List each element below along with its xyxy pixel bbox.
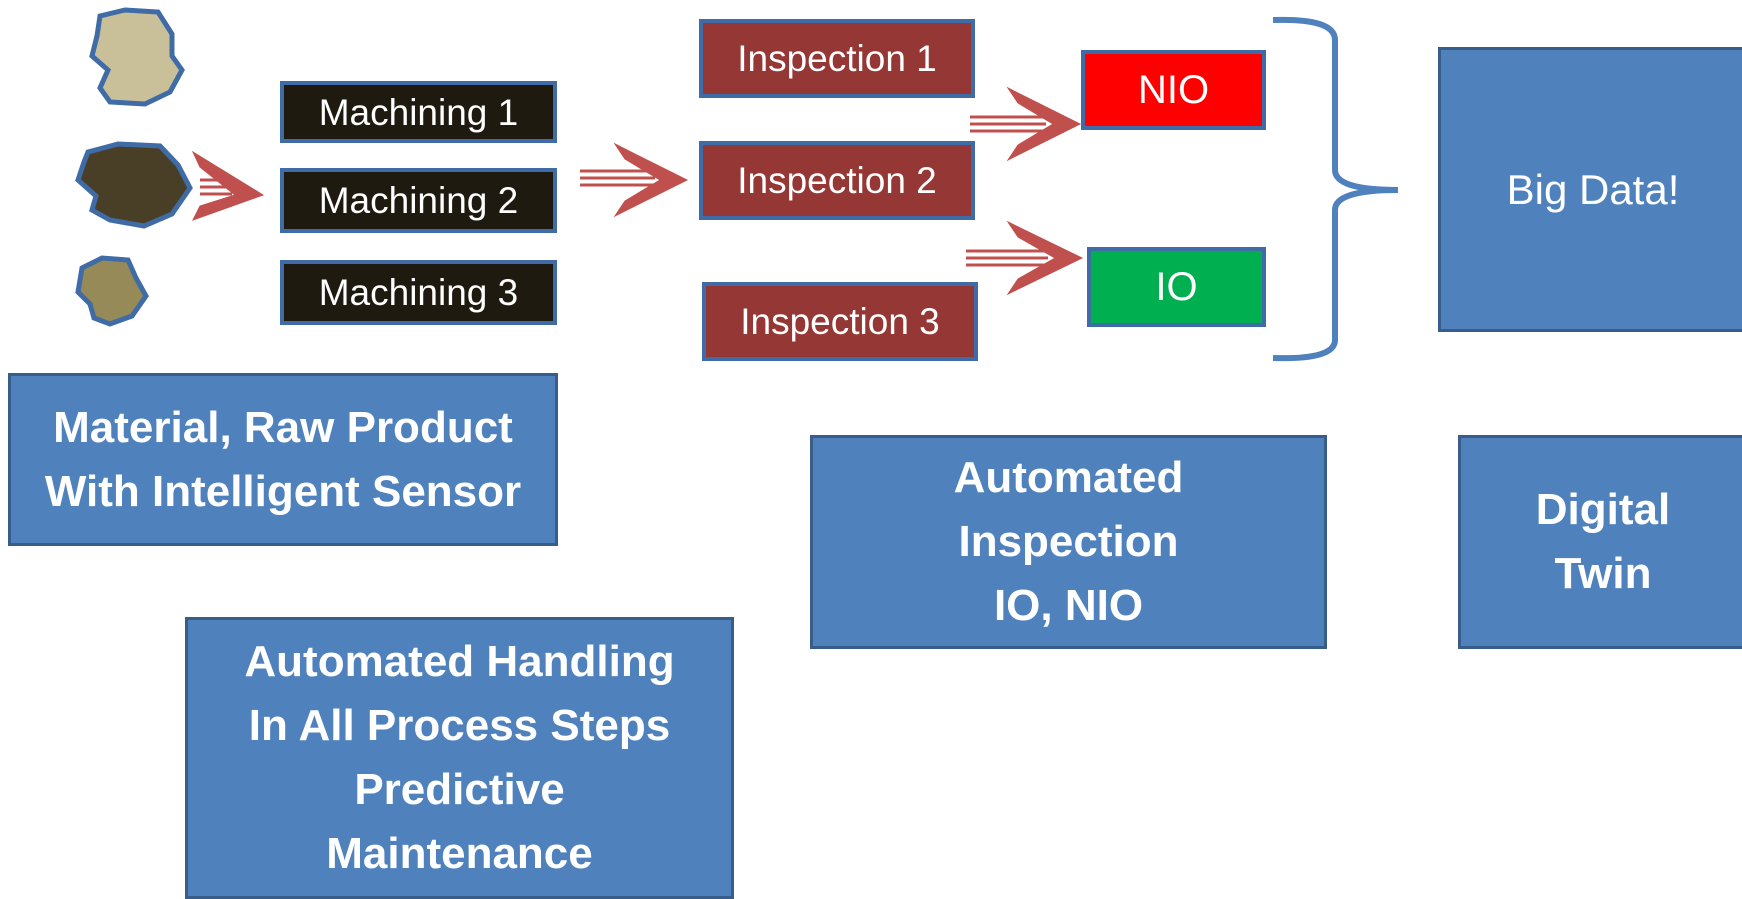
twin-box-line-2: Twin xyxy=(1554,549,1652,598)
handling-box-line-3: Predictive xyxy=(354,765,565,814)
arrow-to-machining-icon xyxy=(191,150,265,221)
machining-2-label: Machining 2 xyxy=(318,180,519,221)
material-box-line-2: With Intelligent Sensor xyxy=(44,466,522,516)
inspection-box-line-3: IO, NIO xyxy=(993,581,1144,630)
nio-label: NIO xyxy=(1137,67,1210,112)
inspection-2-box: Inspection 2 xyxy=(699,141,975,220)
material-box-line-1: Material, Raw Product xyxy=(53,402,513,452)
curly-brace-icon xyxy=(1272,16,1399,362)
machining-2-box: Machining 2 xyxy=(280,168,557,233)
inspection-1-box: Inspection 1 xyxy=(699,19,975,98)
handling-box-line-1: Automated Handling xyxy=(244,637,675,686)
material-raw-product-box: Material, Raw Product With Intelligent S… xyxy=(8,373,558,546)
raw-material-stone-2-icon xyxy=(75,141,193,229)
raw-material-stone-3-icon xyxy=(75,255,149,327)
machining-3-label: Machining 3 xyxy=(318,272,519,313)
inspection-3-label: Inspection 3 xyxy=(740,301,940,342)
twin-box-line-1: Digital xyxy=(1535,485,1671,534)
inspection-2-label: Inspection 2 xyxy=(737,160,937,201)
digital-twin-box: Digital Twin xyxy=(1458,435,1742,649)
big-data-box: Big Data! xyxy=(1438,47,1742,332)
nio-result-box: NIO xyxy=(1081,50,1266,130)
automated-handling-box: Automated Handling In All Process Steps … xyxy=(185,617,734,899)
io-label: IO xyxy=(1155,264,1198,309)
machining-1-label: Machining 1 xyxy=(318,91,519,133)
inspection-3-box: Inspection 3 xyxy=(702,282,978,361)
inspection-box-line-1: Automated xyxy=(953,453,1184,502)
machining-3-box: Machining 3 xyxy=(280,260,557,325)
machining-1-box: Machining 1 xyxy=(280,81,557,143)
raw-material-stone-1-icon xyxy=(89,7,185,107)
handling-box-line-4: Maintenance xyxy=(326,829,593,878)
handling-box-line-2: In All Process Steps xyxy=(248,701,671,750)
arrow-to-inspection-icon xyxy=(580,142,689,218)
arrow-to-nio-icon xyxy=(970,86,1082,162)
io-result-box: IO xyxy=(1087,247,1266,327)
arrow-to-io-icon xyxy=(966,220,1084,296)
inspection-1-label: Inspection 1 xyxy=(737,38,937,79)
inspection-box-line-2: Inspection xyxy=(958,517,1179,566)
big-data-label: Big Data! xyxy=(1506,165,1680,213)
automated-inspection-box: Automated Inspection IO, NIO xyxy=(810,435,1327,649)
